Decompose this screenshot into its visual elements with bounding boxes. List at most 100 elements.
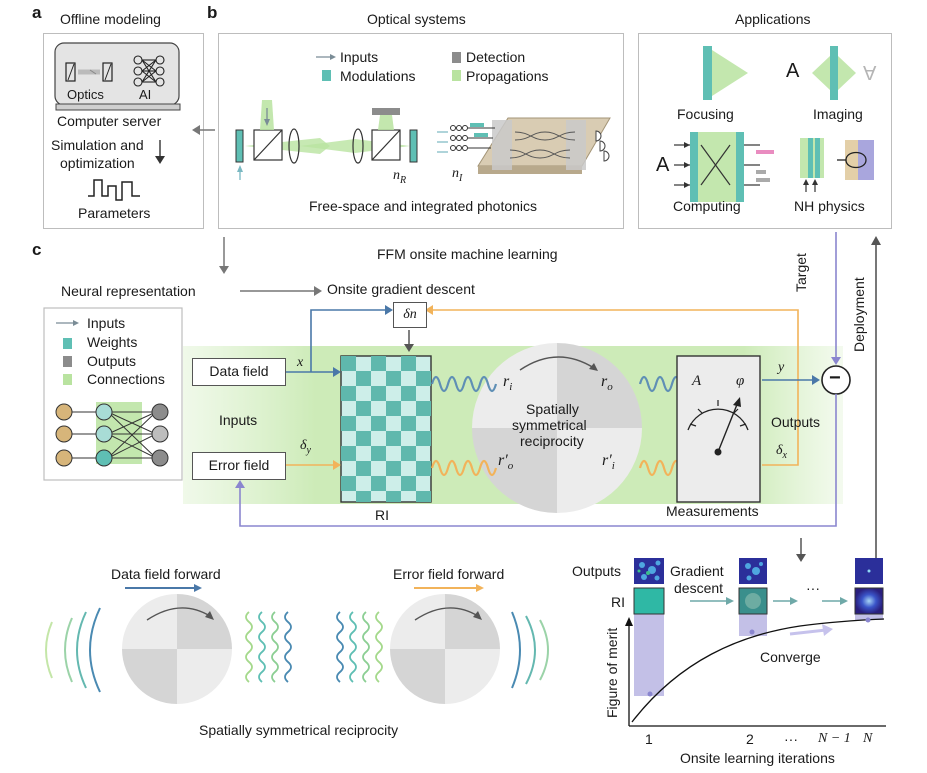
detector-camera <box>372 108 400 115</box>
panel-b-box <box>218 33 624 229</box>
panel-label-c: c <box>32 240 42 259</box>
r-in-label: ri <box>503 373 513 394</box>
panel-a-box <box>43 33 204 229</box>
computing-label: Computing <box>673 198 741 214</box>
applications-box <box>638 33 892 229</box>
panel-label-a: a <box>32 3 42 22</box>
data-field-box: Data field <box>192 358 286 386</box>
data-wave-left <box>430 375 498 393</box>
error-wave-left <box>430 459 498 477</box>
computer-server-label: Computer server <box>57 113 162 129</box>
measurements-label: Measurements <box>666 503 759 519</box>
tick-n-minus-1: N − 1 <box>818 731 851 746</box>
outputs-label: Outputs <box>771 414 821 430</box>
error-field-box: Error field <box>192 452 286 480</box>
gradient-label-2: descent <box>674 580 724 596</box>
y-label: y <box>778 360 785 375</box>
delta-y-label: δy <box>300 438 311 456</box>
ri-label: RI <box>375 507 389 523</box>
r-out-prime-label: r′o <box>498 452 514 473</box>
parameters-label: Parameters <box>78 205 151 221</box>
iteration-2-bar <box>739 614 767 636</box>
output-node <box>151 403 169 421</box>
reciprocity-line1: Spatially <box>526 401 579 417</box>
converge-label: Converge <box>760 649 821 665</box>
tick-1: 1 <box>645 731 653 747</box>
r-out-label: ro <box>601 373 613 394</box>
iteration-1-bar <box>634 614 664 696</box>
ri-tile-1 <box>633 587 665 615</box>
lens <box>288 128 300 164</box>
tick-n: N <box>863 731 873 746</box>
reciprocity-caption: Spatially symmetrical reciprocity <box>199 722 399 738</box>
c-legend-outputs: Outputs <box>87 353 137 369</box>
imaging-element <box>830 46 838 100</box>
focusing-element <box>703 46 712 100</box>
iteration-n-bar <box>855 614 883 620</box>
imaging-label: Imaging <box>813 106 863 122</box>
tick-dots: ··· <box>784 731 798 747</box>
legend-modulation-swatch <box>322 70 331 81</box>
optics-label: Optics <box>67 87 104 102</box>
data-wave-right <box>638 375 682 393</box>
reciprocity-circle <box>472 343 642 513</box>
applications-title: Applications <box>735 11 811 27</box>
chart-outputs-label: Outputs <box>572 563 622 579</box>
onsite-gradient-label: Onsite gradient descent <box>327 281 475 297</box>
ri-tile-n <box>854 587 884 615</box>
curve-point-n <box>865 617 871 623</box>
parameters-waveform <box>88 179 140 201</box>
legend-propagations: Propagations <box>466 68 549 84</box>
reflective-modulator <box>409 129 418 163</box>
c-legend-connections: Connections <box>87 371 165 387</box>
optimization-label: optimization <box>60 155 135 171</box>
computing-letter-a: A <box>656 154 670 176</box>
optical-systems-title: Optical systems <box>367 11 466 27</box>
slm-modulator <box>235 129 244 163</box>
neural-representation-label: Neural representation <box>61 283 196 299</box>
delta-x-label: δx <box>776 443 787 461</box>
legend-inputs: Inputs <box>340 49 379 65</box>
minus-sign: − <box>829 367 841 389</box>
chart-x-label: Onsite learning iterations <box>680 750 835 766</box>
measurement-box <box>676 355 761 503</box>
x-label: x <box>297 355 304 370</box>
phase-label: φ <box>736 373 745 389</box>
reciprocity-line2: symmetrical <box>512 417 587 433</box>
legend-detection: Detection <box>466 49 526 65</box>
data-forward-label: Data field forward <box>111 566 221 582</box>
panel-label-b: b <box>207 3 218 22</box>
photonics-caption: Free-space and integrated photonics <box>309 198 538 214</box>
chart-ri-label: RI <box>611 594 625 610</box>
curve-point-2 <box>749 629 755 635</box>
chart-dots-label: ··· <box>806 580 820 596</box>
inputs-label: Inputs <box>219 412 258 428</box>
curve-point-1 <box>647 691 653 697</box>
nI-label: nI <box>452 166 463 184</box>
gradient-label-1: Gradient <box>670 563 724 579</box>
imaging-letter-a: A <box>786 60 800 82</box>
simulation-label: Simulation and <box>51 137 144 153</box>
focusing-label: Focusing <box>677 106 734 122</box>
error-wave-right <box>638 459 682 477</box>
input-node <box>55 403 73 421</box>
offline-modeling-title: Offline modeling <box>60 11 161 27</box>
nR-label: nR <box>393 168 407 186</box>
r-in-prime-label: r′i <box>602 452 615 473</box>
reciprocity-line3: reciprocity <box>520 433 584 449</box>
legend-modulations: Modulations <box>340 68 416 84</box>
weight-node <box>95 403 113 421</box>
legend-detection-swatch <box>452 52 461 63</box>
learning-curve <box>631 618 885 723</box>
nh-physics-label: NH physics <box>794 198 865 214</box>
ffm-title: FFM onsite machine learning <box>377 246 558 262</box>
delta-n-box: δn <box>393 302 427 328</box>
error-forward-label: Error field forward <box>393 566 505 582</box>
c-legend-inputs: Inputs <box>87 315 126 331</box>
